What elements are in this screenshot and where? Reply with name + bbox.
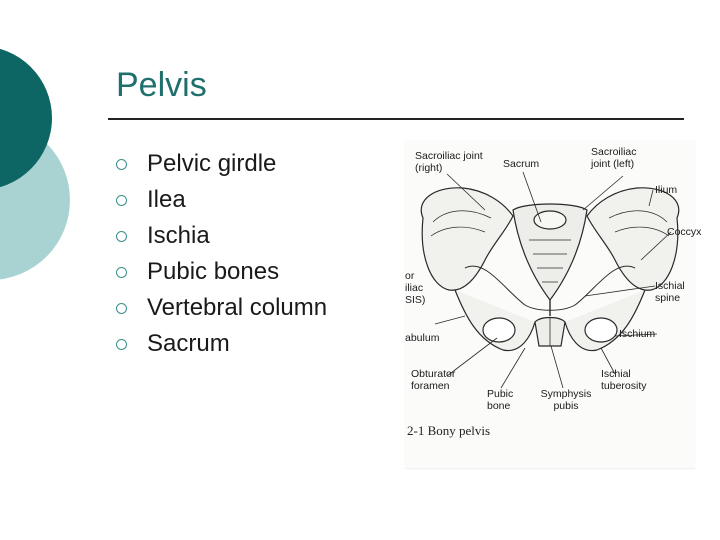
- bullet-circle-icon: [116, 230, 127, 242]
- list-item-text: Pelvic girdle: [147, 150, 277, 177]
- list-item: Ilea: [114, 182, 327, 218]
- label-iliac-partial: or iliac SIS): [405, 270, 426, 306]
- label-ilium: Ilium: [655, 184, 678, 196]
- pelvis-illustration: Sacroiliac joint (right) Sacrum Sacroili…: [405, 140, 701, 468]
- list-item-text: Vertebral column: [147, 294, 328, 321]
- label-sacroiliac-right: Sacroiliac joint (right): [415, 150, 483, 174]
- list-item: Pubic bones: [114, 254, 327, 290]
- label-acetabulum: abulum: [405, 332, 440, 344]
- decorative-circles: [0, 48, 70, 280]
- bullet-list: Pelvic girdle Ilea Ischia Pubic bones Ve…: [114, 146, 327, 362]
- dark-teal-circle: [0, 48, 52, 188]
- bullet-circle-icon: [116, 302, 127, 314]
- label-ischial-spine: Ischial spine: [655, 280, 685, 304]
- bullet-circle-icon: [116, 194, 127, 206]
- label-sacrum: Sacrum: [503, 158, 540, 170]
- label-ischial-tuberosity: Ischial tuberosity: [601, 368, 647, 392]
- pelvis-drawing: [420, 171, 680, 389]
- label-coccyx: Coccyx: [667, 226, 702, 238]
- bullet-circle-icon: [116, 338, 127, 350]
- title-divider: [108, 118, 684, 120]
- bullet-circle-icon: [116, 266, 127, 278]
- list-item-text: Pubic bones: [147, 258, 280, 285]
- label-sacroiliac-left: Sacroiliac joint (left): [591, 146, 637, 170]
- list-item-text: Ischia: [147, 222, 210, 249]
- label-pubic-bone: Pubic bone: [487, 388, 514, 412]
- list-item: Sacrum: [114, 326, 327, 362]
- figure-caption: 2-1 Bony pelvis: [407, 423, 491, 438]
- label-obturator-foramen: Obturator foramen: [411, 368, 456, 392]
- list-item: Vertebral column: [114, 290, 327, 326]
- list-item-text: Ilea: [147, 186, 186, 213]
- list-item-text: Sacrum: [147, 330, 230, 357]
- list-item: Ischia: [114, 218, 327, 254]
- label-symphysis-pubis: Symphysis pubis: [540, 388, 592, 412]
- label-ischium: Ischium: [619, 328, 656, 340]
- page-title: Pelvis: [116, 66, 207, 104]
- list-item: Pelvic girdle: [114, 146, 327, 182]
- bullet-circle-icon: [116, 158, 127, 170]
